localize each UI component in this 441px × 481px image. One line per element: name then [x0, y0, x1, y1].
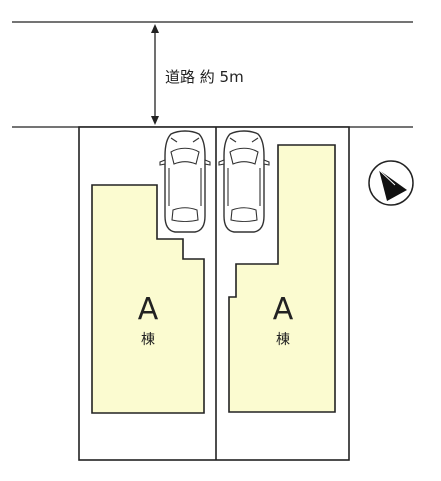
building-left	[91, 184, 205, 414]
building-left-letter: A	[138, 292, 159, 327]
building-right-letter: A	[273, 292, 294, 327]
building-right	[228, 144, 336, 413]
building-left-sub: 棟	[141, 332, 155, 348]
car-icon	[159, 130, 211, 233]
road-width-label: 道路 約 5m	[165, 68, 244, 86]
building-right-sub: 棟	[276, 332, 290, 348]
north-arrow-icon	[368, 160, 414, 206]
road-width-arrow	[151, 24, 159, 125]
car-icon	[218, 130, 270, 233]
